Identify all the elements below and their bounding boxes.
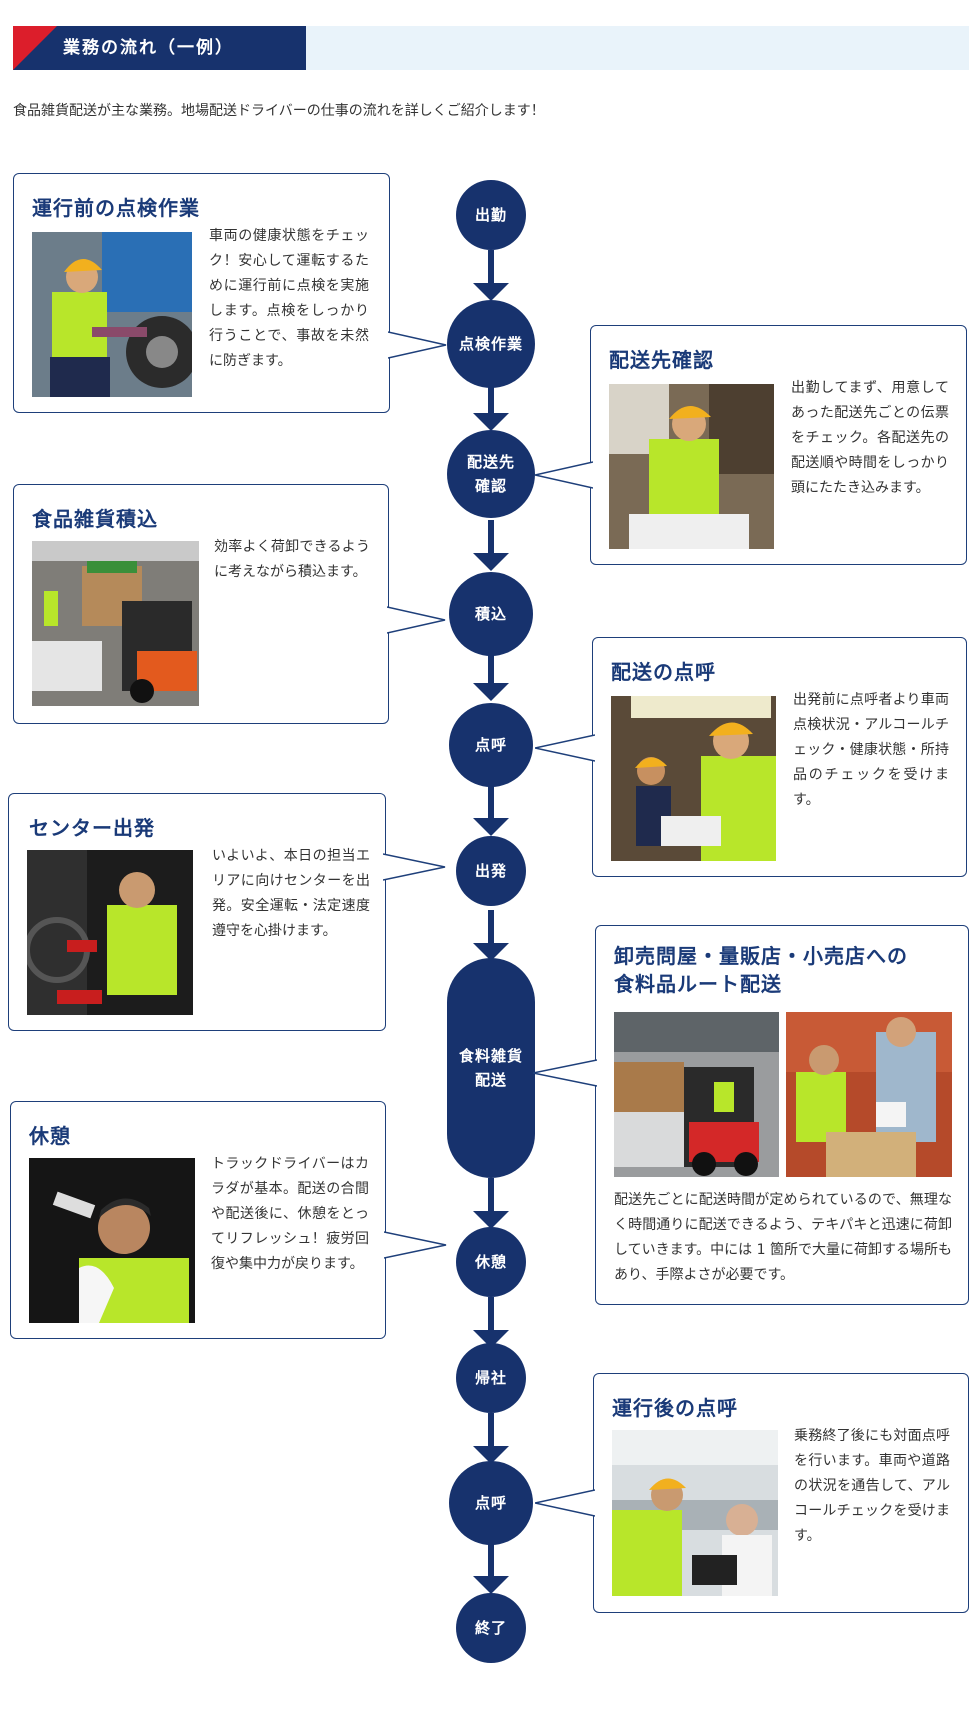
card-title: 休憩: [29, 1124, 71, 1148]
card-title: 配送の点呼: [611, 660, 716, 684]
flow-connector: [488, 1178, 494, 1214]
callout-pointer: [387, 606, 446, 634]
flow-connector: [488, 380, 494, 416]
arrow-down-icon: [473, 553, 509, 571]
card-title-line1: 卸売問屋・量販店・小売店への: [614, 944, 908, 968]
arrow-down-icon: [473, 818, 509, 836]
card-title: 運行前の点検作業: [32, 196, 200, 220]
photo-rest: [29, 1158, 195, 1323]
arrow-down-icon: [473, 283, 509, 301]
flow-step-end: 終了: [456, 1593, 526, 1663]
flow-step-return: 帰社: [456, 1343, 526, 1413]
card-title: 卸売問屋・量販店・小売店への 食料品ルート配送: [614, 942, 908, 998]
card-text: 車両の健康状態をチェック！安心して運転するために運行前に点検を実施します。点検を…: [209, 228, 369, 369]
flow-step-loading: 積込: [449, 572, 533, 656]
card-delivery: 卸売問屋・量販店・小売店への 食料品ルート配送 配送先ごとに配送時間が定められて: [595, 925, 969, 1305]
photo-delivery-forklift: [614, 1012, 779, 1177]
card-loading: 食品雑貨積込 効率よく荷卸できるように考えながら積込ます。: [13, 484, 389, 724]
arrow-down-icon: [473, 1211, 509, 1229]
section-title: 業務の流れ（一例）: [63, 38, 234, 58]
card-text: 乗務終了後にも対面点呼を行います。車両や道路の状況を通告して、アルコールチェック…: [794, 1428, 950, 1544]
callout-pointer: [535, 734, 595, 762]
card-text: 効率よく荷卸できるように考えながら積込ます。: [214, 539, 370, 580]
card-destination: 配送先確認 出勤してまず、用意してあった配送先ごとの伝票をチェック。各配送先の配…: [590, 325, 967, 565]
photo-loading: [32, 541, 199, 706]
photo-rollcall: [611, 696, 776, 861]
flow-step-arrival: 出勤: [456, 180, 526, 250]
flow-step-rest: 休憩: [456, 1227, 526, 1297]
arrow-down-icon: [473, 1446, 509, 1464]
arrow-down-icon: [473, 1576, 509, 1594]
card-inspection: 運行前の点検作業 車両の健康状態をチェック！安心して運転するために運行前に点検を…: [13, 173, 390, 413]
card-title: 運行後の点呼: [612, 1396, 738, 1420]
flow-step-departure: 出発: [456, 836, 526, 906]
flow-step-destination: 配送先 確認: [447, 430, 535, 518]
card-text: 配送先ごとに配送時間が定められているので、無理なく時間通りに配送できるよう、テキ…: [614, 1192, 952, 1283]
card-rollcall: 配送の点呼 出発前に点呼者より車両点検状況・アルコールチェック・健康状態・所持品…: [592, 637, 967, 877]
arrow-down-icon: [473, 413, 509, 431]
photo-delivery-handover: [786, 1012, 952, 1177]
card-after: 運行後の点呼 乗務終了後にも対面点呼を行います。車両や道路の状況を通告して、アル…: [593, 1373, 969, 1613]
photo-destination: [609, 384, 774, 549]
card-rest: 休憩 トラックドライバーはカラダが基本。配送の合間や配送後に、休憩をとってリフレ…: [10, 1101, 386, 1339]
callout-pointer: [535, 1489, 595, 1517]
flow-step-final-rollcall: 点呼: [449, 1461, 533, 1545]
card-departure: センター出発 いよいよ、本日の担当エリアに向けセンターを出発。安全運転・法定速度…: [8, 793, 386, 1031]
card-title: 食品雑貨積込: [32, 507, 158, 531]
callout-pointer: [384, 1231, 447, 1259]
callout-pointer: [383, 853, 446, 881]
header-red-accent: [13, 26, 57, 70]
flow-step-rollcall: 点呼: [449, 703, 533, 787]
card-text: 出勤してまず、用意してあった配送先ごとの伝票をチェック。各配送先の配送順や時間を…: [791, 380, 949, 496]
card-title: センター出発: [29, 816, 155, 840]
flow-connector: [488, 520, 494, 556]
arrow-down-icon: [473, 683, 509, 701]
photo-inspection: [32, 232, 192, 397]
flow-step-delivery: 食料雑貨 配送: [447, 958, 535, 1178]
flow-connector: [488, 1297, 494, 1333]
flow-connector: [488, 785, 494, 821]
flow-connector: [488, 910, 494, 946]
photo-after: [612, 1430, 778, 1596]
callout-pointer: [535, 461, 593, 489]
card-text: 出発前に点呼者より車両点検状況・アルコールチェック・健康状態・所持品のチェックを…: [793, 692, 949, 808]
arrow-down-icon: [473, 943, 509, 961]
flow-connector: [488, 1413, 494, 1449]
callout-pointer: [388, 331, 447, 359]
flow-connector: [488, 650, 494, 686]
section-header: 業務の流れ（一例）: [13, 26, 969, 70]
card-text: いよいよ、本日の担当エリアに向けセンターを出発。安全運転・法定速度遵守を心掛けま…: [212, 848, 370, 939]
callout-pointer: [533, 1059, 597, 1087]
intro-text: 食品雑貨配送が主な業務。地場配送ドライバーの仕事の流れを詳しくご紹介します！: [13, 103, 545, 119]
card-text: トラックドライバーはカラダが基本。配送の合間や配送後に、休憩をとってリフレッシュ…: [211, 1156, 369, 1272]
flow-step-inspection: 点検作業: [447, 300, 535, 388]
photo-departure: [27, 850, 193, 1015]
flow-connector: [488, 250, 494, 286]
flow-connector: [488, 1543, 494, 1579]
card-title-line2: 食料品ルート配送: [614, 972, 782, 996]
card-title: 配送先確認: [609, 348, 714, 372]
section-header-label: 業務の流れ（一例）: [13, 26, 306, 70]
